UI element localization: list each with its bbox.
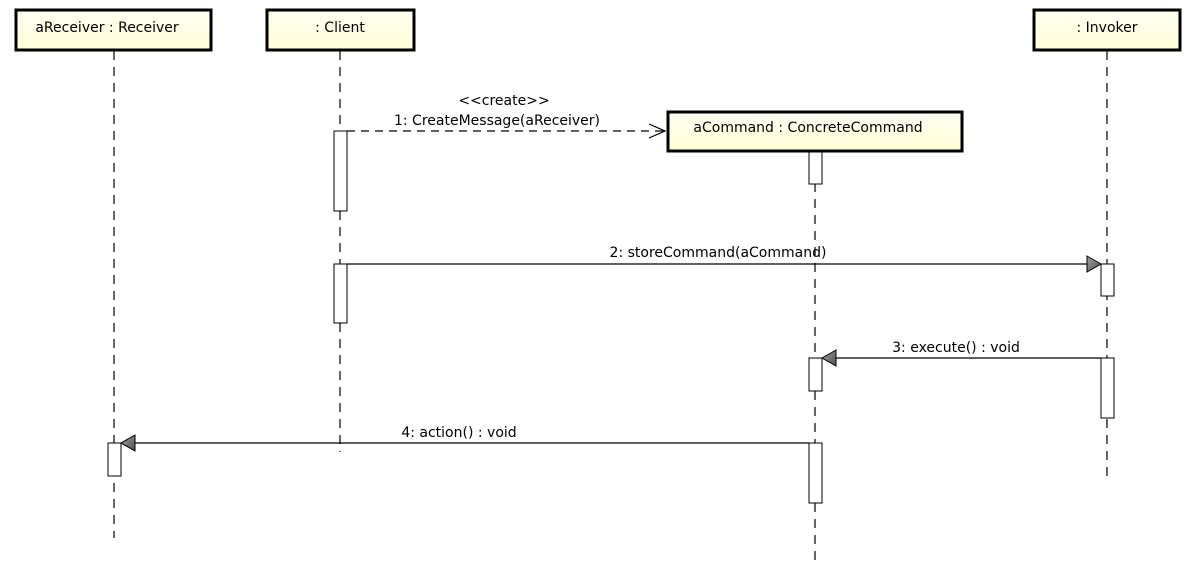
- activation-invoker-1: [1100, 263, 1115, 297]
- object-command-box: [666, 110, 964, 153]
- object-invoker[interactable]: : Invoker: [1032, 8, 1182, 52]
- message-4-arrowhead: [119, 434, 136, 452]
- object-client[interactable]: : Client: [265, 8, 416, 52]
- activation-command-2: [808, 357, 823, 392]
- message-1-label: 1: CreateMessage(aReceiver): [394, 113, 600, 129]
- activation-client-2: [333, 263, 348, 324]
- message-1[interactable]: <<create>> 1: CreateMessage(aReceiver): [347, 93, 667, 139]
- object-receiver-label: aReceiver : Receiver: [35, 20, 179, 36]
- activation-command-1: [808, 151, 823, 185]
- object-receiver-box: [14, 8, 213, 52]
- message-1-arrowhead: [648, 123, 667, 139]
- activation-invoker-2: [1100, 357, 1115, 419]
- message-2-arrowhead: [1086, 255, 1103, 273]
- message-2-label: 2: storeCommand(aCommand): [610, 245, 827, 261]
- object-client-label: : Client: [315, 20, 365, 36]
- activation-receiver-1: [107, 442, 122, 477]
- activation-command-3: [808, 442, 823, 504]
- message-4[interactable]: 4: action() : void: [119, 425, 809, 452]
- object-invoker-label: : Invoker: [1077, 20, 1138, 36]
- object-command-label: aCommand : ConcreteCommand: [693, 120, 922, 136]
- object-invoker-box: [1032, 8, 1182, 52]
- object-client-box: [265, 8, 416, 52]
- activation-client-1: [333, 130, 348, 212]
- message-1-stereotype: <<create>>: [458, 93, 549, 109]
- message-4-label: 4: action() : void: [401, 425, 516, 441]
- object-command[interactable]: aCommand : ConcreteCommand: [666, 110, 964, 153]
- message-3-label: 3: execute() : void: [892, 340, 1020, 356]
- message-3-arrowhead: [820, 349, 837, 367]
- object-receiver[interactable]: aReceiver : Receiver: [14, 8, 213, 52]
- message-2[interactable]: 2: storeCommand(aCommand): [347, 245, 1103, 273]
- message-3[interactable]: 3: execute() : void: [820, 340, 1101, 367]
